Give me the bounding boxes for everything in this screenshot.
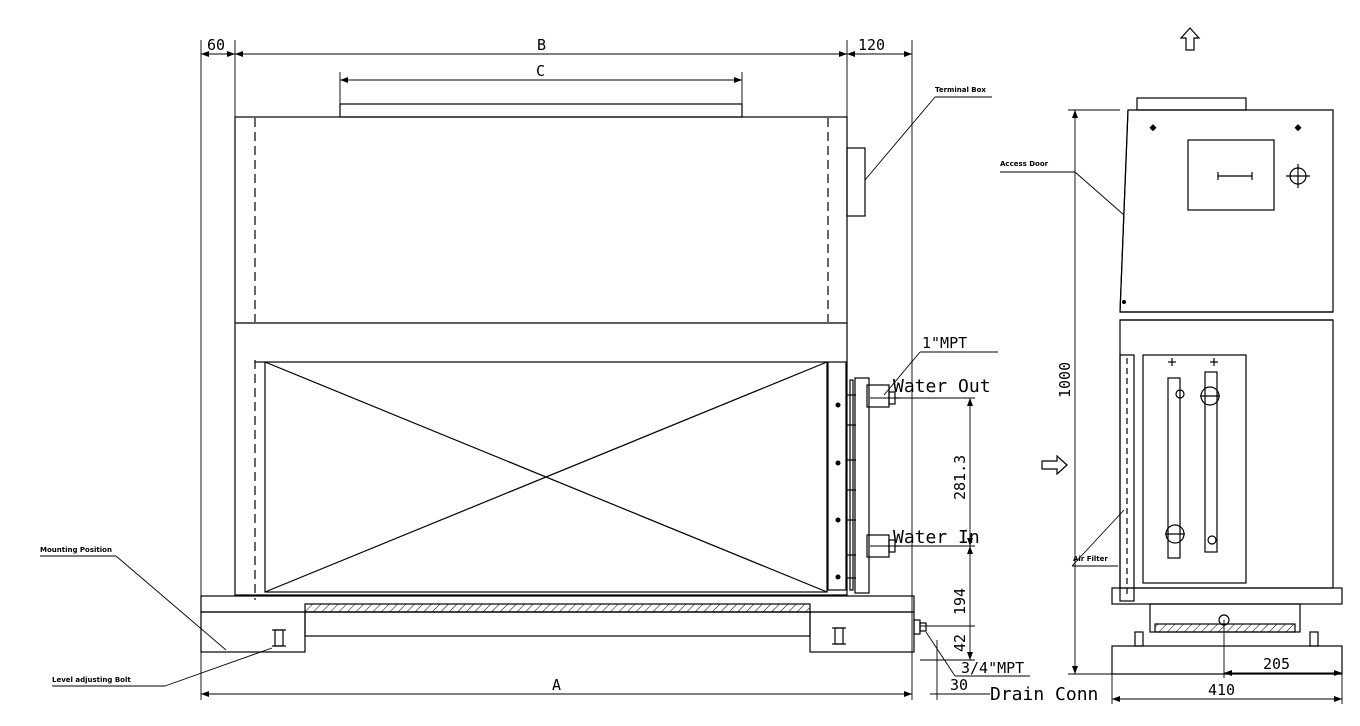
dim-inlet-height: 194 xyxy=(951,588,969,615)
dim-drain-offset: 30 xyxy=(950,676,968,694)
label-water-in: Water In xyxy=(893,527,980,548)
front-coil-panel xyxy=(264,361,828,593)
front-cabinet-outline xyxy=(234,116,848,596)
side-dimension-lines xyxy=(1068,109,1343,704)
dim-right-offset: 120 xyxy=(858,36,885,54)
side-view xyxy=(1111,97,1343,675)
side-coil-panel xyxy=(1142,354,1247,584)
coil-header xyxy=(827,361,847,591)
level-bolt-right-icon xyxy=(832,627,846,645)
side-leg-left xyxy=(1134,631,1144,647)
label-mounting-position: Mounting Position xyxy=(40,546,112,554)
airflow-in-arrow-icon xyxy=(1041,454,1068,476)
label-water-out: Water Out xyxy=(893,376,991,397)
label-access-door: Access Door xyxy=(1000,160,1049,168)
coil-header-bolts xyxy=(835,402,841,580)
drain-connection-icon xyxy=(913,619,927,635)
side-pipe-out-icon xyxy=(1200,386,1220,406)
coil-cross-2 xyxy=(264,361,828,593)
side-base-slab xyxy=(1111,645,1343,675)
terminal-box xyxy=(846,147,866,217)
dim-width-a: A xyxy=(552,676,561,694)
dim-water-spacing: 281.3 xyxy=(951,455,969,500)
access-door-window xyxy=(1187,139,1275,211)
label-level-bolt: Level adjusting Bolt xyxy=(52,676,131,684)
dimension-labels: 60 B C 120 A 281.3 194 42 30 1000 205 41… xyxy=(207,36,1290,699)
front-dimension-arrows xyxy=(201,51,973,697)
base-hatch-strip xyxy=(304,603,811,613)
base-foot-left xyxy=(200,611,306,653)
level-bolt-left-icon xyxy=(272,629,286,647)
callout-labels: Terminal Box Access Door 1"MPT Water Out… xyxy=(40,86,1108,705)
side-bolt-marks xyxy=(1122,124,1302,304)
coil-header-fins xyxy=(846,379,856,591)
air-filter-panel xyxy=(1119,354,1135,602)
dim-width-c: C xyxy=(536,62,545,80)
side-dimension-arrows xyxy=(1072,110,1342,702)
base-rail xyxy=(304,611,811,637)
front-dimension-lines xyxy=(200,40,990,700)
side-outlet-flange xyxy=(1136,97,1247,111)
front-outlet-flange xyxy=(339,103,743,118)
label-air-filter: Air Filter xyxy=(1073,555,1108,563)
dim-drain-height: 42 xyxy=(951,634,969,652)
front-view xyxy=(200,103,927,653)
dim-width-b: B xyxy=(537,36,546,54)
label-terminal-box: Terminal Box xyxy=(935,86,986,94)
dim-height-total: 1000 xyxy=(1056,362,1074,398)
side-lower-housing xyxy=(1119,319,1334,589)
dim-drain-position: 205 xyxy=(1263,655,1290,673)
side-leg-right xyxy=(1309,631,1319,647)
leader-lines xyxy=(40,96,1125,687)
label-drain-conn: Drain Conn xyxy=(990,684,1098,705)
base-foot-right xyxy=(809,611,915,653)
side-base-plate xyxy=(1111,587,1343,605)
label-water-out-size: 1"MPT xyxy=(922,334,967,352)
label-drain-size: 3/4"MPT xyxy=(961,659,1024,677)
dim-left-offset: 60 xyxy=(207,36,225,54)
dim-depth-total: 410 xyxy=(1208,681,1235,699)
airflow-up-arrow-icon xyxy=(1179,27,1201,51)
access-door-latch-icon xyxy=(1286,164,1310,188)
side-pipe-in-icon xyxy=(1165,524,1185,544)
